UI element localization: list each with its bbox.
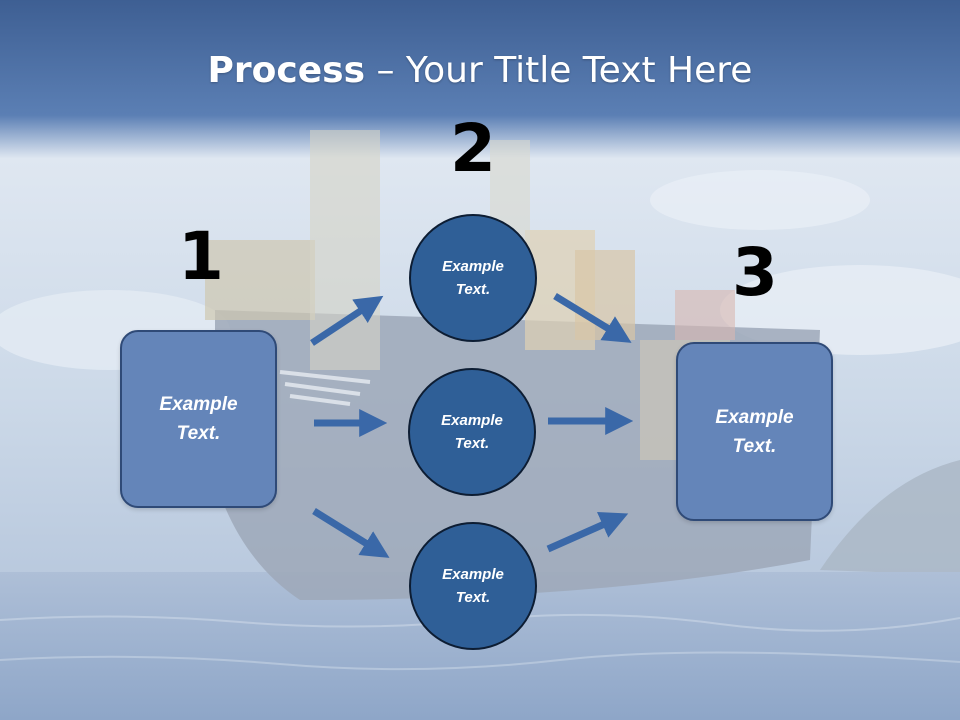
middle-circle-line2: Text. — [454, 435, 490, 452]
title-rest: – Your Title Text Here — [365, 50, 753, 91]
step-number-1: 1 — [178, 218, 224, 295]
slide-title: Process – Your Title Text Here — [0, 50, 960, 91]
bottom-step-circle: Example Text. — [409, 522, 537, 650]
left-step-box: Example Text. — [120, 330, 277, 508]
title-bold: Process — [207, 50, 366, 91]
middle-circle-line1: Example — [441, 412, 503, 429]
bottom-circle-line2: Text. — [455, 589, 491, 606]
left-box-line1: Example — [159, 394, 238, 415]
left-box-line2: Text. — [176, 423, 221, 444]
top-step-circle: Example Text. — [409, 214, 537, 342]
step-number-2: 2 — [450, 110, 496, 187]
bottom-circle-line1: Example — [442, 566, 504, 583]
top-circle-line2: Text. — [455, 281, 491, 298]
middle-step-circle: Example Text. — [408, 368, 536, 496]
right-box-line1: Example — [715, 406, 794, 428]
right-step-box: Example Text. — [676, 342, 833, 521]
step-number-3: 3 — [732, 234, 778, 311]
top-circle-line1: Example — [442, 258, 504, 275]
right-box-line2: Text. — [732, 435, 777, 457]
